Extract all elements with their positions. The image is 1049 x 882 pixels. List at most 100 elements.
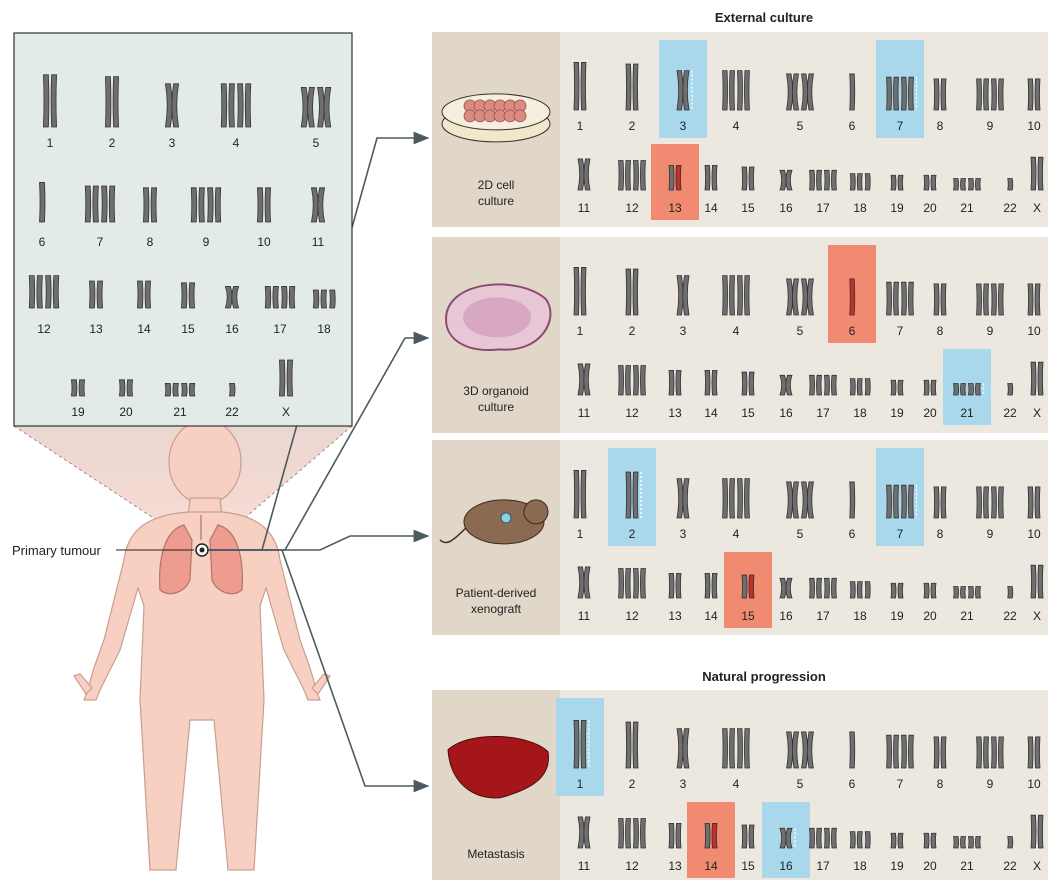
chromosome-7 [901, 77, 906, 110]
chromosome-17 [817, 170, 822, 190]
chromosome-label-17: 17 [816, 201, 830, 215]
chromosome-label-X: X [1033, 406, 1041, 420]
chromosome-label-5: 5 [797, 119, 804, 133]
chromosome-17 [273, 286, 278, 308]
chromosome-7 [887, 77, 892, 110]
chromosome-9 [977, 284, 982, 315]
chromosome-17 [810, 828, 815, 848]
chromosome-4 [730, 276, 735, 315]
chromosome-label-22: 22 [1003, 201, 1017, 215]
chromosome-7 [908, 485, 913, 518]
chromosome-18 [865, 174, 870, 190]
chromosome-10 [1035, 487, 1040, 518]
chromosome-9 [998, 79, 1003, 110]
chromosome-19 [71, 380, 76, 396]
chromosome-label-19: 19 [890, 859, 904, 873]
chromosome-label-15: 15 [741, 859, 755, 873]
chromosome-22 [1008, 837, 1013, 848]
chromosome-21 [968, 837, 973, 848]
chromosome-label-6: 6 [849, 777, 856, 791]
chromosome-4 [730, 729, 735, 768]
chromosome-1 [574, 267, 579, 315]
chromosome-label-8: 8 [937, 324, 944, 338]
karyotype-label-5: 5 [313, 136, 320, 150]
chromosome-19 [891, 175, 896, 190]
chromosome-13 [676, 370, 681, 395]
chromosome-label-14: 14 [704, 609, 718, 623]
chromosome-20 [127, 380, 132, 396]
chromosome-21 [961, 587, 966, 598]
chromosome-21 [975, 587, 980, 598]
chromosome-18 [857, 832, 862, 848]
chromosome-12 [633, 160, 638, 190]
chromosome-10 [1035, 737, 1040, 768]
chromosome-label-16: 16 [779, 609, 793, 623]
chromosome-20 [924, 175, 929, 190]
karyotype-label-21: 21 [173, 405, 187, 419]
chromosome-label-18: 18 [853, 609, 867, 623]
chromosome-13 [676, 165, 681, 190]
chromosome-21 [975, 384, 980, 395]
chromosome-17 [824, 170, 829, 190]
chromosome-X [1038, 565, 1043, 598]
chromosome-1 [574, 720, 579, 768]
chromosome-7 [109, 186, 114, 222]
chromosome-label-3: 3 [680, 777, 687, 791]
karyotype-label-18: 18 [317, 322, 331, 336]
chromosome-20 [119, 380, 124, 396]
chromosome-12 [640, 568, 645, 598]
chromosome-label-1: 1 [577, 324, 584, 338]
chromosome-19 [891, 583, 896, 598]
chromosome-18 [857, 582, 862, 598]
chromosome-label-11: 11 [578, 859, 591, 873]
chromosome-10 [1035, 79, 1040, 110]
chromosome-19 [898, 380, 903, 395]
chromosome-21 [954, 179, 959, 190]
chromosome-label-21: 21 [960, 201, 974, 215]
chromosome-4 [221, 84, 226, 127]
chromosome-12 [626, 365, 631, 395]
chromosome-label-15: 15 [741, 201, 755, 215]
chromosome-12 [633, 568, 638, 598]
chromosome-4 [744, 71, 749, 110]
chromosome-4 [730, 479, 735, 518]
chromosome-2 [633, 722, 638, 768]
chromosome-13 [676, 823, 681, 848]
chromosome-18 [865, 379, 870, 395]
chromosome-18 [857, 174, 862, 190]
chromosome-4 [744, 276, 749, 315]
chromosome-1 [581, 470, 586, 518]
chromosome-17 [817, 375, 822, 395]
chromosome-4 [744, 729, 749, 768]
chromosome-13 [669, 165, 674, 190]
chromosome-12 [53, 276, 58, 308]
chromosome-17 [817, 828, 822, 848]
chromosome-9 [984, 79, 989, 110]
chromosome-label-13: 13 [668, 859, 682, 873]
chromosome-19 [79, 380, 84, 396]
chromosome-1 [43, 75, 48, 127]
heading-natural-progression: Natural progression [702, 669, 826, 684]
chromosome-label-22: 22 [1003, 859, 1017, 873]
chromosome-21 [182, 383, 187, 396]
chromosome-7 [85, 186, 90, 222]
chromosome-2 [626, 64, 631, 110]
karyotype-label-13: 13 [89, 322, 103, 336]
chromosome-14 [705, 823, 710, 848]
chromosome-7 [908, 282, 913, 315]
chromosome-label-2: 2 [629, 777, 636, 791]
chromosome-label-3: 3 [680, 324, 687, 338]
chromosome-label-6: 6 [849, 119, 856, 133]
chromosome-label-13: 13 [668, 406, 682, 420]
chromosome-4 [723, 276, 728, 315]
chromosome-10 [265, 188, 270, 222]
chromosome-13 [676, 573, 681, 598]
chromosome-9 [998, 737, 1003, 768]
chromosome-13 [669, 573, 674, 598]
chromosome-17 [810, 375, 815, 395]
chromosome-X [1038, 362, 1043, 395]
karyotype-label-12: 12 [37, 322, 51, 336]
karyotype-label-22: 22 [225, 405, 239, 419]
chromosome-9 [991, 79, 996, 110]
